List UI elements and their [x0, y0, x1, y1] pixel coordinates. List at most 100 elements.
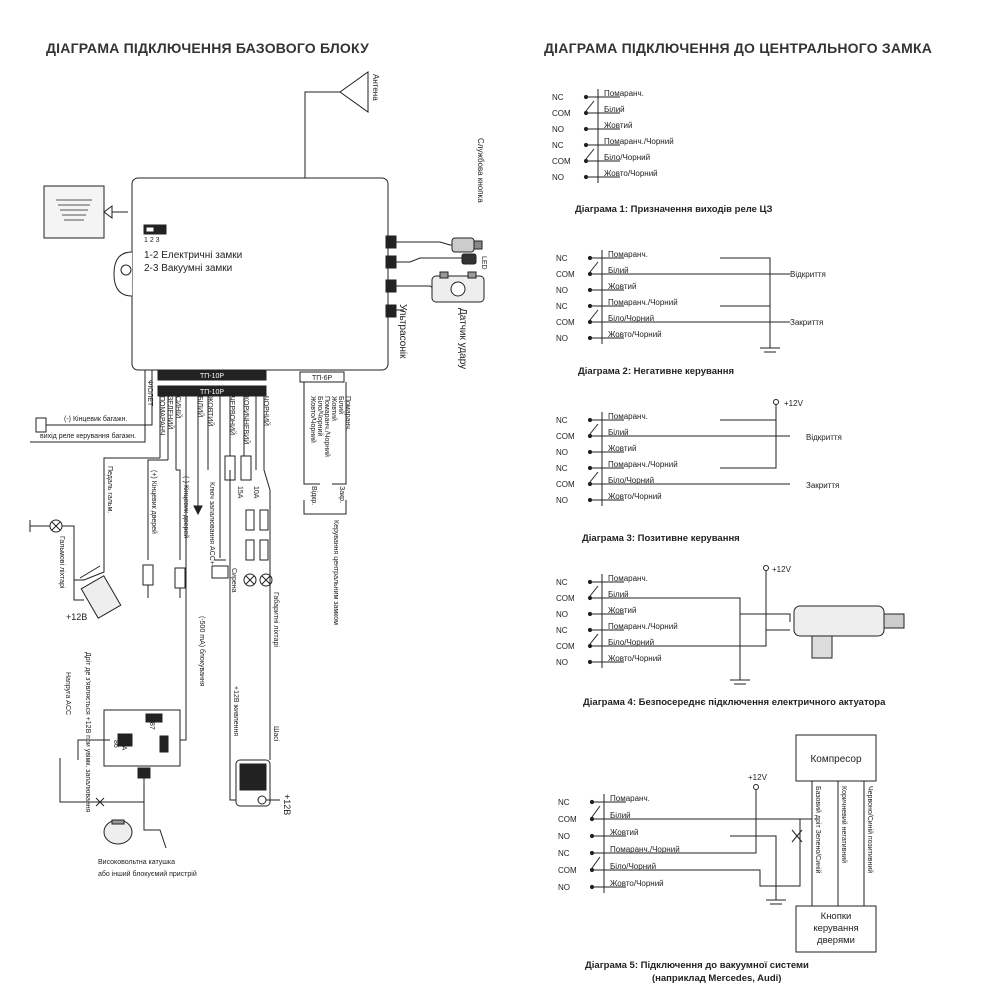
relay-wire-label: Помаранч.: [608, 250, 648, 259]
relay-pin-label: NO: [552, 173, 564, 182]
relay-pin-label: NC: [552, 141, 564, 150]
svg-text:ЧОРНИЙ: ЧОРНИЙ: [262, 396, 271, 426]
brake-light-icon: [29, 519, 63, 533]
ultrasonic-label: Ультрасонік: [397, 304, 408, 359]
svg-text:ЗЕЛЕНИЙ: ЗЕЛЕНИЙ: [166, 396, 175, 429]
base-unit-box: [131, 177, 389, 371]
jumper-numbers: 1 2 3: [144, 237, 160, 244]
relay-pin-label: NO: [556, 448, 568, 457]
door-switch-icon: [174, 567, 186, 598]
relay-pin-label: COM: [556, 594, 575, 603]
relay-pin-label: NC: [556, 464, 568, 473]
shock-sensor-icon: [431, 271, 485, 303]
relay-pin-87: 87: [148, 722, 155, 730]
relay-pin-85: 85: [158, 740, 165, 748]
relay-pin-label: NC: [552, 93, 564, 102]
relay-pin-label: NC: [556, 578, 568, 587]
lock-control-label: Керування центральним замком: [332, 520, 339, 625]
relay-pin-label: COM: [552, 157, 571, 166]
relay-pin-label: NC: [556, 302, 568, 311]
relay-pin-label: NC: [556, 416, 568, 425]
diagram-2-caption: Діаграма 2: Негативне керування: [578, 366, 734, 377]
relay-pin-label: NC: [556, 626, 568, 635]
relay-wire-label: Біло/Чорний: [604, 153, 650, 162]
relay-pin-label: COM: [556, 432, 575, 441]
right-diagram-title: ДІАГРАМА ПІДКЛЮЧЕННЯ ДО ЦЕНТРАЛЬНОГО ЗАМ…: [544, 40, 933, 56]
arrow-left-icon: [103, 205, 128, 219]
ignition-coil-icon: [103, 819, 133, 845]
jumper-block: [143, 224, 167, 235]
diagram-3-close: Закриття: [806, 481, 839, 490]
actuator-body: [793, 605, 885, 637]
actuator-link-a: [740, 613, 791, 622]
relay-pin-label: COM: [556, 480, 575, 489]
relay-pin-label: NO: [558, 883, 570, 892]
service-button-label: Службова кнопка: [476, 138, 485, 203]
fuse-10a-icon: 10A: [240, 455, 259, 499]
svg-text:Помаранч.: Помаранч.: [344, 396, 351, 431]
relay-pin-label: NO: [552, 125, 564, 134]
door-buttons-label-3: дверями: [817, 935, 855, 946]
display-icon: [43, 185, 105, 239]
parking-light-fuses: [245, 509, 269, 561]
diagram-3-caption: Діаграма 3: Позитивне керування: [582, 533, 740, 544]
relay-wire-label: Жовтий: [608, 282, 636, 291]
blocking-relay: [103, 709, 181, 779]
actuator-foot: [811, 635, 833, 659]
close-label: Закр.: [338, 486, 345, 503]
purple-wire-label: ФІОЛЕТ: [146, 380, 153, 407]
relay-pin-label: NC: [558, 798, 570, 807]
ignition-label: Ключ запалювання ACC+: [208, 482, 215, 565]
diagram-4-supply: +12V: [772, 565, 792, 574]
diagram-5-caption: Діаграма 5: Підключення до вакуумної сис…: [585, 960, 809, 971]
brake-pedal-label: Педаль гальм.: [106, 466, 113, 513]
supply-terminal: [773, 399, 779, 405]
diagram-2-close: Закриття: [790, 318, 823, 327]
svg-text:Білий: Білий: [337, 396, 345, 414]
diag5-wire-supply: [618, 790, 757, 854]
connector-10p-b-label: ТП-10Р: [200, 389, 224, 396]
relay-wire-label: Помаранч./Чорний: [610, 845, 680, 854]
diagram-1-caption: Діаграма 1: Призначення виходів реле ЦЗ: [575, 204, 772, 215]
relay-wire-label: Білий: [608, 266, 629, 275]
diagram-5-wire-b: Коричневий негативний: [840, 786, 848, 863]
six-pin-wire-labels: Помаранч. Білий Жовтий Помаранч./Чорний …: [309, 396, 351, 457]
siren-icon: [211, 559, 229, 579]
wire-note: Дріт де з'являється +12В при увімк. запа…: [84, 652, 92, 813]
relay-wire-label: Жовтий: [610, 828, 638, 837]
diagram-5-wire-a: Базовий дріт Зелено/Синій: [814, 786, 822, 874]
relay-wire-label: Жовто/Чорний: [608, 654, 662, 663]
actuator-wire-b: [616, 570, 767, 647]
relay-switch-arm: [589, 471, 599, 483]
relay-wire-label: Біло/Чорний: [608, 314, 654, 323]
actuator-wire-a: [616, 597, 741, 680]
relay-switch-arm: [591, 856, 601, 869]
fuse-15a-icon: 15A: [224, 455, 243, 499]
antenna-icon: [304, 71, 369, 178]
left-wire-labels: ПОМАРАНЧ ЗЕЛЕНИЙ СИНІЙ БІЛИЙ ЖОВТИЙ ЧЕРВ…: [158, 396, 271, 444]
acc-voltage-label: Напруга ACC: [64, 672, 71, 715]
svg-text:СИНІЙ: СИНІЙ: [174, 396, 183, 418]
connector-10p-a-label: ТП-10Р: [200, 373, 224, 380]
door-buttons-label-1: Кнопки: [821, 911, 852, 922]
relay-switch-arm: [585, 100, 595, 112]
relay-switch-arm: [589, 309, 599, 321]
relay-pin-label: NC: [556, 254, 568, 263]
relay-wire-label: Біло/Чорний: [608, 638, 654, 647]
coil-label-2: або інший блокуємий пристрій: [98, 870, 197, 878]
led-icon: [461, 253, 477, 265]
svg-text:ПОМАРАНЧ: ПОМАРАНЧ: [158, 396, 165, 436]
connector-6p-label: ТП-6Р: [312, 375, 333, 382]
siren-label: Сирена: [230, 568, 237, 593]
diagram-5-caption-2: (наприклад Mercedes, Audi): [652, 973, 781, 984]
relay-wire-label: Жовто/Чорний: [608, 492, 662, 501]
relay-pin-label: COM: [552, 109, 571, 118]
relay-wire-label: Жовтий: [608, 606, 636, 615]
door-switch-icon: [142, 564, 154, 598]
relay-wire-label: Біло/Чорний: [610, 862, 656, 871]
relay-wire-label: Помаранч.: [608, 412, 648, 421]
battery-icon: [235, 759, 271, 807]
compressor-label: Компресор: [810, 754, 861, 765]
relay-wire-label: Жовтий: [604, 121, 632, 130]
